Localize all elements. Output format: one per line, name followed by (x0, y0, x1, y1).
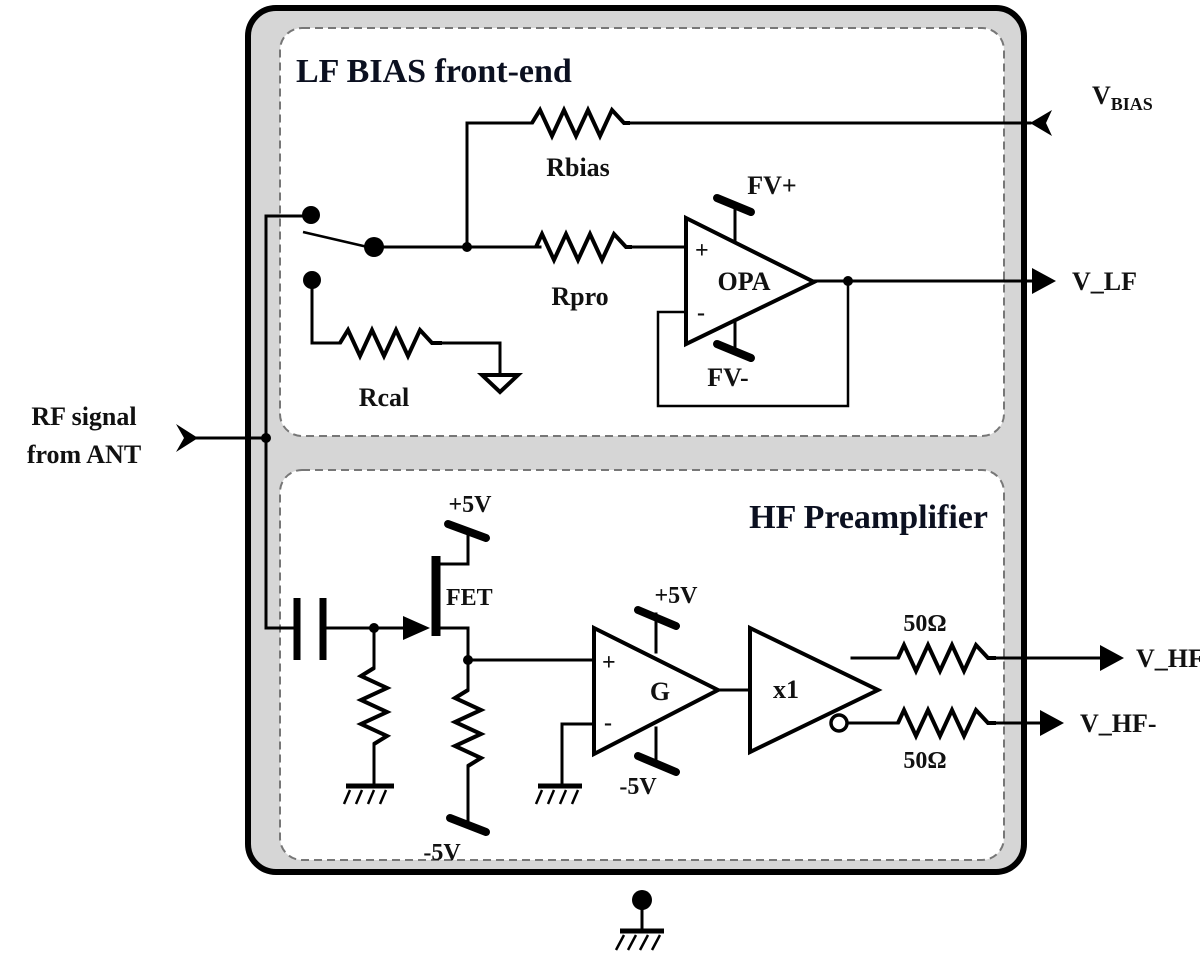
lf-bias-panel (279, 27, 1005, 437)
v-hf-pos-arrow-icon (1100, 645, 1124, 671)
v-lf-output-arrow-icon (1032, 268, 1056, 294)
rpro-label: Rpro (551, 282, 608, 311)
opa-minus-sign: - (697, 300, 705, 326)
g-minus-sign: - (604, 710, 612, 736)
g-minus-supply-label: -5V (619, 774, 657, 800)
rf-input-label-line1: RF signal (31, 402, 136, 431)
ground-symbol-gain (534, 783, 582, 805)
buffer-inverting-output-bubble (829, 713, 849, 733)
vbias-input-arrow-icon (1030, 110, 1052, 136)
vbias-label: VBIAS (1092, 81, 1153, 114)
v-lf-label: V_LF (1072, 267, 1137, 296)
fet-label: FET (446, 585, 493, 611)
rpro-resistor (534, 229, 632, 265)
v-hf-neg-arrow-icon (1040, 710, 1064, 736)
fv-minus-rail (713, 340, 755, 362)
fet-source-supply-label: -5V (423, 840, 461, 866)
output-resistor-positive (896, 640, 996, 676)
output-resistor-negative (896, 705, 996, 741)
g-plus-sign: + (602, 650, 616, 676)
buffer-amplifier (748, 624, 883, 756)
gain-amp-label: G (650, 677, 670, 706)
opa-amplifier (684, 214, 819, 348)
fet-source-rail (446, 814, 490, 836)
fet-drain-rail (444, 520, 490, 542)
lf-block-title: LF BIAS front-end (296, 53, 572, 90)
g-plus-rail (634, 606, 680, 630)
gate-resistor (356, 666, 392, 746)
switch-lever (302, 230, 373, 250)
output-resistor-positive-label: 50Ω (903, 611, 946, 637)
rcal-resistor (338, 325, 442, 361)
opa-label: OPA (718, 267, 771, 296)
rf-input-arrow-icon (176, 424, 198, 452)
source-resistor (450, 688, 486, 768)
ground-symbol-gate (342, 783, 394, 805)
rcal-label: Rcal (359, 383, 410, 412)
rbias-resistor (530, 105, 630, 141)
ground-symbol-chassis (614, 928, 664, 951)
fv-plus-label: FV+ (747, 171, 796, 200)
gain-amplifier (592, 624, 723, 758)
fet-drain-supply-label: +5V (448, 492, 492, 518)
fet-gate-arrow-icon (403, 616, 430, 640)
output-resistor-negative-label: 50Ω (903, 748, 946, 774)
opa-plus-sign: + (695, 238, 709, 264)
g-plus-supply-label: +5V (654, 583, 698, 609)
v-hf-neg-label: V_HF- (1080, 709, 1157, 738)
opa-output-junction (843, 276, 853, 286)
switch-contact-top (302, 206, 320, 224)
g-minus-rail (634, 752, 680, 776)
buffer-label: x1 (773, 675, 799, 704)
v-hf-pos-label: V_HF+ (1136, 644, 1200, 673)
fv-minus-label: FV- (707, 363, 748, 392)
fv-plus-rail (713, 194, 755, 216)
ground-symbol-rcal (476, 373, 524, 395)
rbias-label: Rbias (546, 153, 610, 182)
hf-block-title: HF Preamplifier (749, 499, 988, 536)
rf-input-label-line2: from ANT (27, 440, 141, 469)
